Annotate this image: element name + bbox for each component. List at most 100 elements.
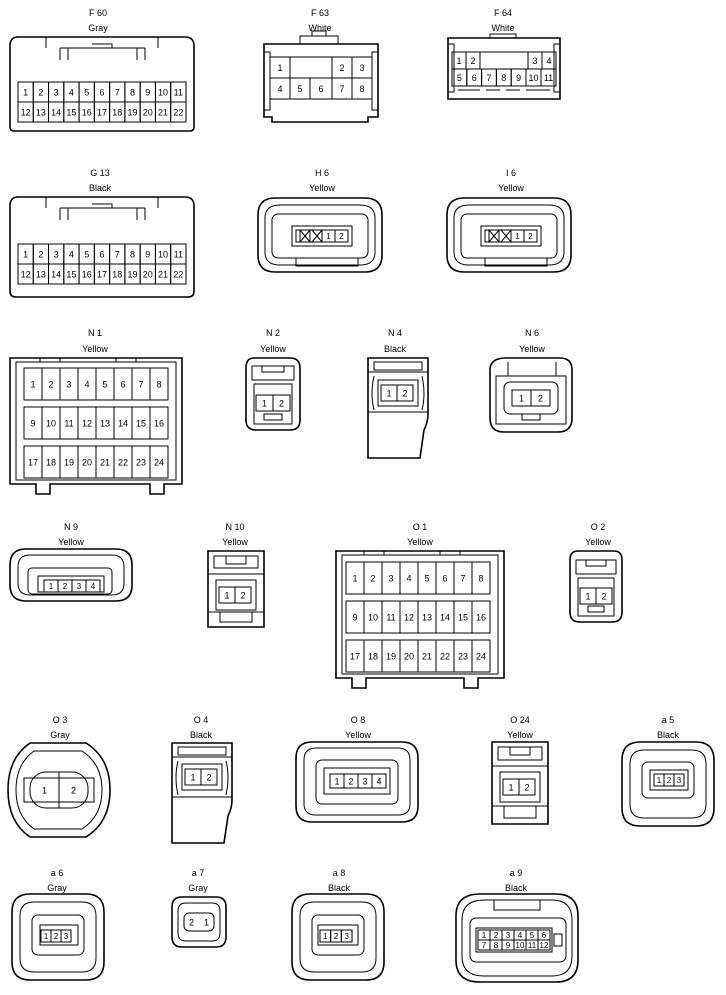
pin-label: 1 (224, 591, 229, 601)
connector-id-o3: O 3 (52, 715, 68, 725)
pin-label: 14 (51, 108, 61, 118)
pin-label: 22 (173, 108, 183, 118)
pin-label: 22 (173, 270, 183, 280)
pin-label: 21 (158, 108, 168, 118)
pin-label: 1 (190, 773, 195, 783)
pin-label: 18 (112, 270, 122, 280)
connector-color-o3: Gray (50, 730, 70, 740)
pin-label: 5 (530, 931, 535, 940)
connector-id-a5: a 5 (661, 715, 675, 725)
pin-label: 1 (42, 786, 47, 796)
pin-label: 2 (339, 63, 344, 73)
pin-label: 9 (506, 941, 511, 950)
pin-label: 3 (64, 932, 69, 941)
pin-label: 2 (339, 232, 344, 241)
pin-label: 17 (28, 458, 38, 468)
pin-label: 4 (518, 931, 523, 940)
connector-color-n1: Yellow (82, 344, 108, 354)
pin-label: 14 (118, 419, 128, 429)
pin-label: 1 (334, 777, 339, 787)
connector-id-o4: O 4 (193, 715, 209, 725)
pin-cell (523, 229, 538, 243)
pin-label: 1 (30, 380, 35, 390)
pin-label: 4 (406, 574, 411, 584)
pin-label: 7 (486, 73, 491, 83)
pin-label: 3 (359, 63, 364, 73)
pin-label: 18 (368, 652, 378, 662)
pin-label: 2 (667, 776, 672, 785)
pin-cell (149, 406, 169, 440)
connector-color-f63: White (308, 23, 332, 33)
connector-color-o24: Yellow (507, 730, 533, 740)
pin-label: 5 (102, 380, 107, 390)
pin-label: 3 (532, 56, 537, 66)
pin-label: 1 (262, 399, 267, 409)
pin-label: 17 (97, 270, 107, 280)
pin-label: 7 (115, 88, 120, 98)
pin-label: 2 (38, 250, 43, 260)
pin-label: 1 (508, 783, 513, 793)
connector-color-o8: Yellow (345, 730, 371, 740)
pin-label: 3 (344, 932, 349, 941)
pin-cell (471, 561, 491, 595)
pin-label: 8 (494, 941, 499, 950)
pin-label: 9 (145, 88, 150, 98)
connector-id-a6: a 6 (50, 868, 64, 878)
pin-label: 1 (657, 776, 662, 785)
pin-label: 19 (128, 108, 138, 118)
connector-color-o1: Yellow (407, 537, 433, 547)
pin-label: 12 (21, 270, 31, 280)
pin-label: 16 (154, 419, 164, 429)
pin-label: 8 (156, 380, 161, 390)
pin-label: 5 (84, 88, 89, 98)
pin-cell (60, 929, 72, 943)
pin-label: 8 (359, 84, 364, 94)
pin-label: 18 (46, 458, 56, 468)
pin-label: 2 (48, 380, 53, 390)
connector-id-a8: a 8 (332, 868, 346, 878)
pin-cell (396, 384, 414, 402)
connector-color-g13: Black (88, 183, 111, 193)
connector-color-n4: Black (383, 344, 406, 354)
pin-label: 7 (460, 574, 465, 584)
connector-id-n6: N 6 (524, 328, 539, 338)
pin-label: 2 (206, 773, 211, 783)
connector-color-a7: Gray (188, 883, 208, 893)
pin-cell (272, 394, 291, 412)
pin-label: 6 (120, 380, 125, 390)
pin-label: 2 (370, 574, 375, 584)
pin-label: 1 (482, 931, 487, 940)
pin-label: 1 (323, 932, 328, 941)
pin-label: 23 (458, 652, 468, 662)
pin-label: 2 (71, 786, 76, 796)
connector-color-a6: Gray (47, 883, 67, 893)
pin-label: 16 (82, 108, 92, 118)
pin-cell (340, 929, 353, 943)
pin-label: 24 (476, 652, 486, 662)
connector-id-n10: N 10 (225, 522, 245, 532)
pin-label: 1 (326, 232, 331, 241)
pin-label: 4 (376, 777, 381, 787)
connector-id-n4: N 4 (387, 328, 402, 338)
pin-label: 3 (66, 380, 71, 390)
pin-label: 6 (318, 84, 323, 94)
pin-label: 4 (91, 582, 96, 591)
pin-cell (471, 600, 491, 634)
connector-color-n10: Yellow (222, 537, 248, 547)
pin-label: 23 (136, 458, 146, 468)
pin-label: 2 (38, 88, 43, 98)
pin-label: 3 (506, 931, 511, 940)
pin-cell (595, 587, 613, 605)
